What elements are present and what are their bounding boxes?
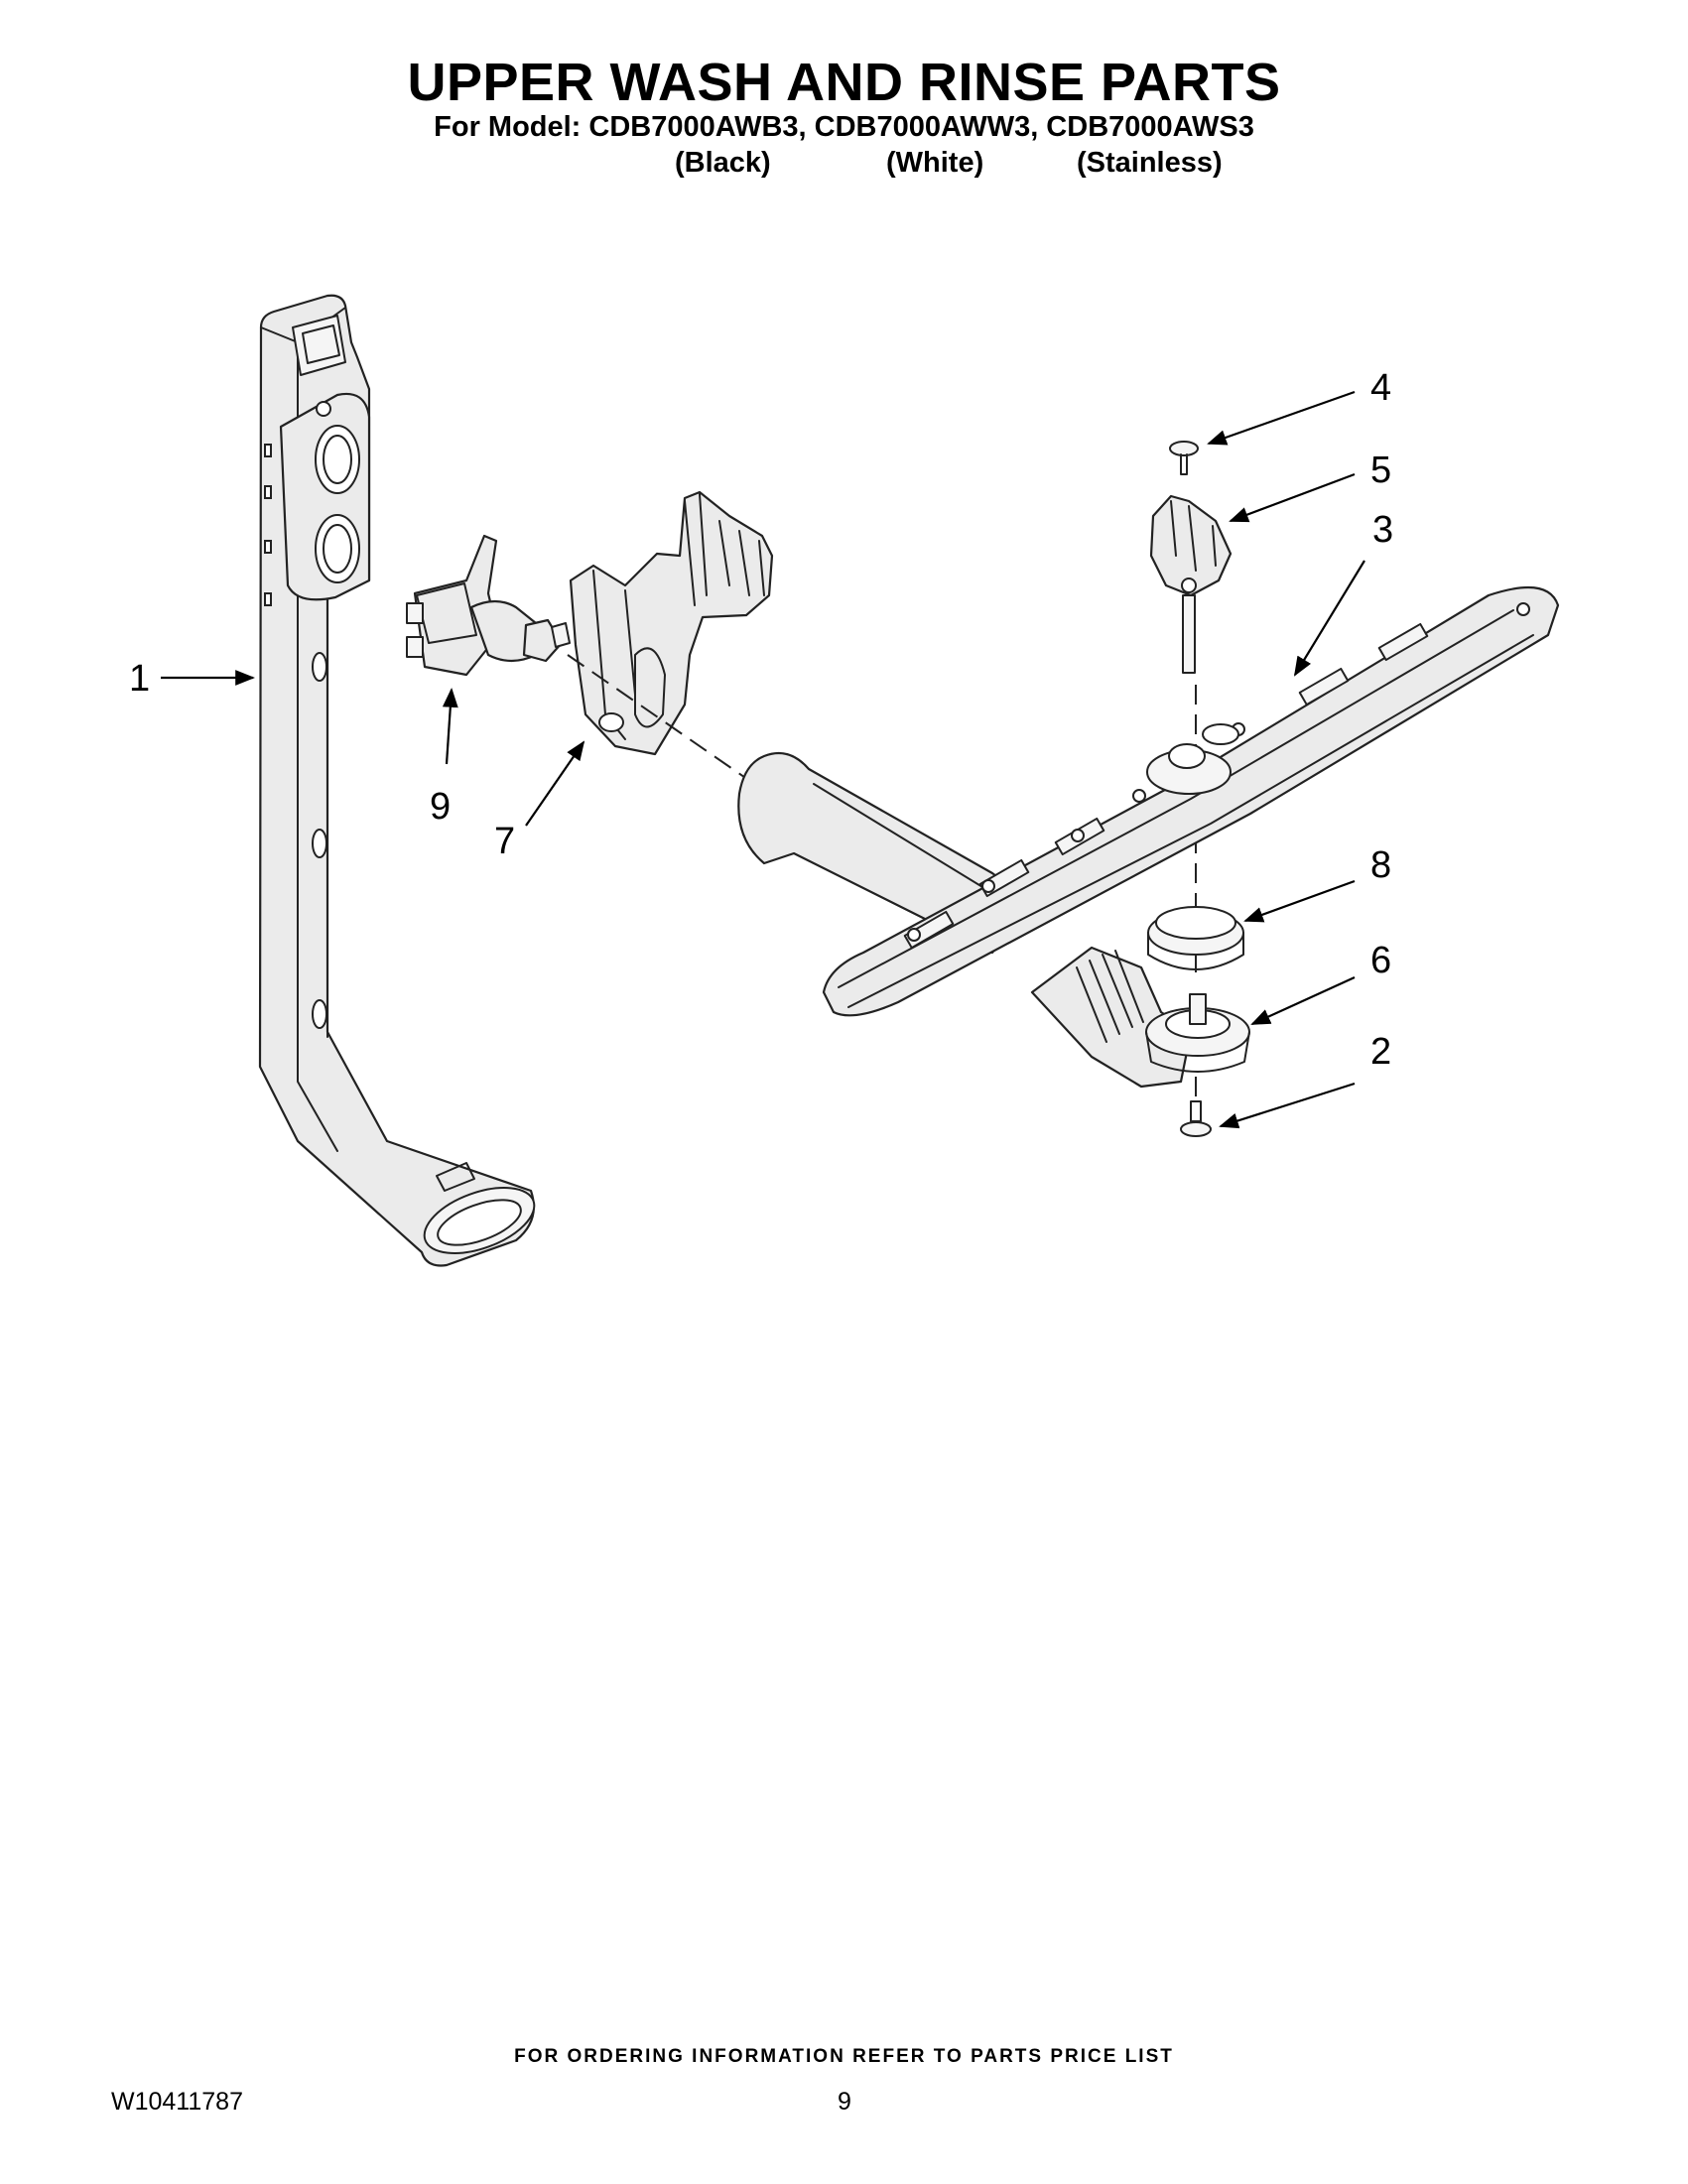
callout-2: 2 — [1370, 1031, 1391, 1073]
part-3-spray-arm — [822, 585, 1560, 1017]
leader-6 — [1250, 975, 1356, 1026]
variant-black: (Black) — [675, 147, 771, 179]
callout-8: 8 — [1370, 844, 1391, 886]
page-title: UPPER WASH AND RINSE PARTS — [407, 53, 1281, 112]
part-6-hub — [1145, 993, 1250, 1073]
callout-6: 6 — [1370, 940, 1391, 981]
part-5-clip — [1149, 494, 1233, 674]
leader-8 — [1243, 879, 1356, 923]
callout-5: 5 — [1370, 450, 1391, 491]
leader-5 — [1229, 472, 1356, 523]
page-number: 9 — [838, 2088, 851, 2116]
variant-stainless: (Stainless) — [1077, 147, 1223, 179]
leader-4 — [1207, 390, 1356, 446]
part-8-ring — [1147, 906, 1244, 970]
assembly-line-bracket — [567, 654, 755, 785]
part-1-supply-tube — [258, 294, 536, 1267]
variant-white: (White) — [886, 147, 984, 179]
leader-2 — [1219, 1082, 1356, 1129]
callout-4: 4 — [1370, 367, 1391, 409]
document-number: W10411787 — [111, 2088, 243, 2116]
ordering-note: FOR ORDERING INFORMATION REFER TO PARTS … — [514, 2046, 1174, 2067]
leader-7 — [525, 740, 585, 827]
part-4-screw — [1169, 441, 1199, 475]
callout-3: 3 — [1372, 509, 1393, 551]
part-7-bracket — [569, 490, 774, 756]
part-9-valve-connector — [406, 534, 571, 677]
callout-7: 7 — [494, 821, 515, 862]
part-2-screw — [1180, 1100, 1212, 1137]
leader-3 — [1293, 560, 1365, 677]
leader-9 — [442, 688, 458, 765]
callout-9: 9 — [430, 786, 451, 828]
callout-1: 1 — [129, 658, 150, 700]
model-list: For Model: CDB7000AWB3, CDB7000AWW3, CDB… — [434, 111, 1254, 143]
